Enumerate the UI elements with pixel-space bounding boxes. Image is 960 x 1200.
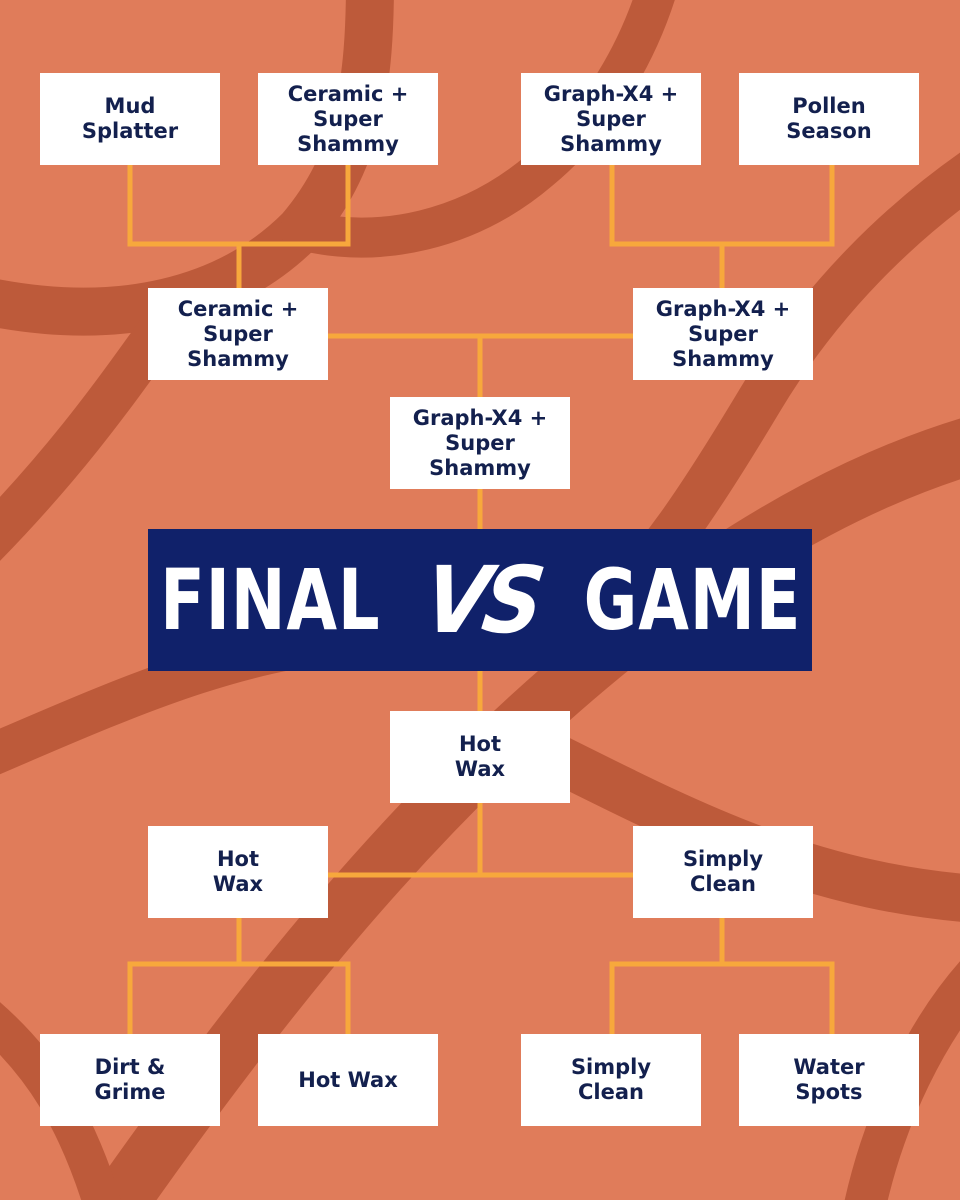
final-vs-game-banner: FINAL VS GAME — [148, 529, 812, 671]
seam-upper-left-tail — [280, 0, 675, 258]
slot-label: Hot Wax — [454, 732, 506, 781]
connector-bottom-left-pair — [127, 918, 351, 1034]
top-round2-slot-2: Graph-X4 + Super Shammy — [633, 288, 813, 380]
bottom-round2-slot-1: Hot Wax — [148, 826, 328, 918]
bottom-round2-slot-2: Simply Clean — [633, 826, 813, 918]
banner-left-word: FINAL — [159, 551, 380, 649]
banner-right-word: GAME — [583, 551, 801, 649]
bottom-round1-slot-3: Simply Clean — [521, 1034, 701, 1126]
bottom-round1-slot-2: Hot Wax — [258, 1034, 438, 1126]
connector-bottom-right-pair — [609, 918, 835, 1034]
seam-left-edge — [0, 308, 182, 561]
slot-label: Hot Wax — [298, 1067, 398, 1092]
slot-label: Graph-X4 + Super Shammy — [412, 405, 548, 480]
slot-label: Pollen Season — [786, 94, 872, 143]
connector-top-semis — [328, 333, 633, 397]
slot-label: Ceramic + Super Shammy — [177, 296, 299, 371]
connector-top-right-pair — [609, 165, 835, 288]
top-round1-slot-3: Graph-X4 + Super Shammy — [521, 73, 701, 165]
top-round1-slot-2: Ceramic + Super Shammy — [258, 73, 438, 165]
top-bracket-winner: Graph-X4 + Super Shammy — [390, 397, 570, 489]
top-round2-slot-1: Ceramic + Super Shammy — [148, 288, 328, 380]
slot-label: Hot Wax — [212, 847, 264, 896]
slot-label: Dirt & Grime — [94, 1055, 166, 1104]
slot-label: Mud Splatter — [81, 94, 179, 143]
connector-top-left-pair — [127, 165, 351, 288]
slot-label: Simply Clean — [682, 847, 764, 896]
banner-vs-logo: VS — [417, 546, 546, 654]
slot-label: Graph-X4 + Super Shammy — [655, 296, 791, 371]
top-round1-slot-1: Mud Splatter — [40, 73, 220, 165]
slot-label: Graph-X4 + Super Shammy — [543, 81, 679, 156]
bottom-round1-slot-4: Water Spots — [739, 1034, 919, 1126]
slot-label: Water Spots — [793, 1055, 865, 1104]
slot-label: Ceramic + Super Shammy — [287, 81, 409, 156]
slot-label: Simply Clean — [570, 1055, 652, 1104]
bottom-round1-slot-1: Dirt & Grime — [40, 1034, 220, 1126]
seam-center-cross — [85, 418, 960, 1200]
top-round1-slot-4: Pollen Season — [739, 73, 919, 165]
bottom-bracket-winner: Hot Wax — [390, 711, 570, 803]
connector-bottom-semis — [328, 803, 633, 878]
